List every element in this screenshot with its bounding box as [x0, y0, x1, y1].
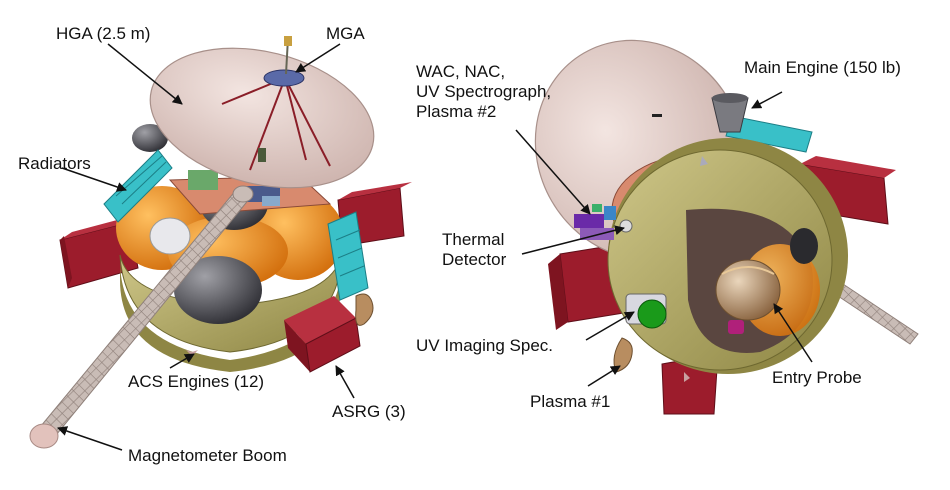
main-engine: [711, 93, 749, 133]
label-uv-imaging: UV Imaging Spec.: [416, 336, 554, 355]
hga-dish: [149, 36, 375, 189]
magnetometer-boom: [29, 185, 254, 449]
radiator-right: [327, 211, 369, 301]
label-plasma1: Plasma #1: [530, 392, 611, 411]
radiator-left: [103, 149, 173, 223]
label-instruments-line1: WAC, NAC,: [416, 62, 506, 81]
label-thermal-line2: Detector: [442, 250, 507, 269]
label-thermal-detector: Thermal Detector: [442, 230, 506, 270]
left-spacecraft: [29, 36, 412, 449]
label-acs-engines: ACS Engines (12): [128, 372, 265, 391]
label-instruments: WAC, NAC, UV Spectrograph, Plasma #2: [416, 62, 551, 122]
instrument-cluster: [574, 204, 633, 240]
label-asrg: ASRG (3): [332, 402, 406, 421]
label-main-engine: Main Engine (150 lb): [744, 58, 901, 77]
label-magnetometer-boom: Magnetometer Boom: [128, 446, 287, 465]
label-entry-probe: Entry Probe: [772, 368, 862, 387]
uv-imaging-spec: [625, 293, 667, 329]
label-instruments-line2: UV Spectrograph,: [416, 82, 552, 101]
label-thermal-line1: Thermal: [442, 230, 505, 249]
right-spacecraft: [534, 39, 919, 415]
label-hga: HGA (2.5 m): [56, 24, 151, 43]
asrg-front: [284, 296, 361, 373]
leader-lines: [57, 43, 813, 451]
aeroshell: [607, 138, 848, 374]
label-mga: MGA: [326, 24, 365, 43]
entry-probe: [715, 259, 781, 334]
label-instruments-line3: Plasma #2: [416, 102, 497, 121]
label-radiators: Radiators: [18, 154, 91, 173]
